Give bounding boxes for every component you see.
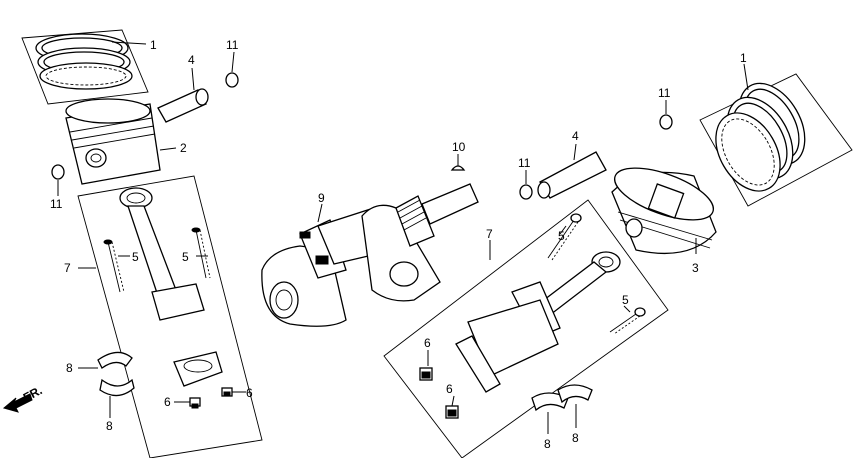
callout-4-right: 4 <box>572 129 579 143</box>
piston-pin-left <box>157 88 209 123</box>
callout-11-left-bottom: 11 <box>50 197 63 211</box>
callout-8-left-a: 8 <box>66 361 73 375</box>
rod-group-left <box>77 175 263 458</box>
circlip-left-top <box>225 72 239 88</box>
callout-5-left-b: 5 <box>182 250 189 264</box>
rod-group-right <box>383 199 669 458</box>
piston-left <box>65 98 161 185</box>
leaders-left <box>57 41 246 418</box>
bearings-left <box>97 351 135 397</box>
leaders-right <box>427 63 749 434</box>
callout-4-left: 4 <box>188 53 195 67</box>
crankshaft <box>261 183 479 327</box>
piston-rings-right <box>699 73 853 207</box>
callout-3: 3 <box>692 261 699 275</box>
bearings-right <box>531 384 593 412</box>
callout-6-right-a: 6 <box>424 336 431 350</box>
circlip-left-bottom <box>51 164 65 180</box>
callout-10: 10 <box>452 140 466 154</box>
rod-nuts-left <box>189 387 233 409</box>
callout-5-left-a: 5 <box>132 250 139 264</box>
callout-8-left-b: 8 <box>106 419 113 433</box>
leader-crankshaft <box>317 203 323 223</box>
callout-6-left-a: 6 <box>164 395 171 409</box>
callout-11-mid: 11 <box>518 156 531 170</box>
callout-5-right-a: 5 <box>558 229 565 243</box>
woodruff-key <box>450 165 466 171</box>
rod-nuts-right <box>419 367 459 419</box>
circlip-right <box>659 114 673 130</box>
callout-6-right-b: 6 <box>446 382 453 396</box>
callout-1-right: 1 <box>740 51 747 65</box>
callout-1-left: 1 <box>150 38 157 52</box>
piston-right <box>611 167 717 255</box>
callout-7-left: 7 <box>64 261 71 275</box>
callout-11-left-top: 11 <box>226 38 239 52</box>
callout-2: 2 <box>180 141 187 155</box>
callout-8-right-a: 8 <box>544 437 551 451</box>
callout-numbers: 1 2 4 11 11 7 5 5 8 8 6 6 9 10 11 4 11 1… <box>50 38 747 451</box>
callout-8-right-b: 8 <box>572 431 579 445</box>
rod-bolts-right <box>547 213 646 335</box>
callout-11-right: 11 <box>658 86 671 100</box>
piston-pin-right <box>537 151 607 199</box>
callout-9: 9 <box>318 191 325 205</box>
callout-5-right-b: 5 <box>622 293 629 307</box>
piston-rings-left <box>21 29 149 105</box>
rod-bolts-left <box>103 227 211 293</box>
circlip-mid <box>519 184 533 200</box>
callout-6-left-b: 6 <box>246 386 253 400</box>
connecting-rod-right <box>455 251 621 393</box>
front-direction-arrow: FR. <box>2 383 44 413</box>
callout-7-right: 7 <box>486 227 493 241</box>
connecting-rod-left <box>119 187 223 387</box>
